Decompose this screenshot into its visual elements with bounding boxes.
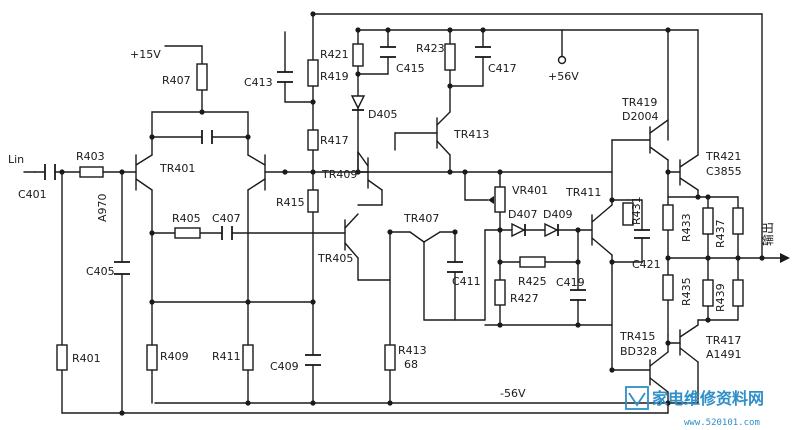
diode-d405-icon bbox=[350, 95, 366, 110]
resistor-r433 bbox=[662, 204, 674, 231]
resistor-r439 bbox=[702, 279, 714, 307]
resistor-r437b bbox=[732, 207, 744, 235]
resistor-r407 bbox=[196, 63, 208, 91]
resistor-r439b bbox=[732, 279, 744, 307]
label-tr401: TR401 bbox=[159, 162, 195, 175]
resistor-r415 bbox=[307, 189, 319, 213]
label-c415: C415 bbox=[396, 62, 425, 75]
label-c417: C417 bbox=[488, 62, 517, 75]
labels: Lin C401 R403 +15V R407 TR401 A970 R405 … bbox=[8, 42, 775, 400]
label-c407: C407 bbox=[212, 212, 241, 225]
label-tr419: TR419 bbox=[621, 96, 657, 109]
label-c405: C405 bbox=[86, 265, 115, 278]
label-d407: D407 bbox=[508, 208, 537, 221]
label-r413: R413 bbox=[398, 344, 427, 357]
resistor-r425 bbox=[519, 256, 546, 268]
diode-d407-icon bbox=[511, 222, 526, 238]
resistor-r421 bbox=[352, 43, 364, 67]
label-tr409: TR409 bbox=[321, 168, 357, 181]
label-r413-value: 68 bbox=[404, 358, 418, 371]
label-bd328: BD328 bbox=[620, 345, 657, 358]
label-r417: R417 bbox=[320, 134, 349, 147]
junctions bbox=[59, 11, 765, 416]
resistor-r435 bbox=[662, 274, 674, 301]
label-tr405: TR405 bbox=[317, 252, 353, 265]
label-r437: R437 bbox=[714, 219, 727, 248]
diodes bbox=[350, 95, 559, 238]
label-r435: R435 bbox=[680, 277, 693, 306]
label-r409: R409 bbox=[160, 350, 189, 363]
label-c401: C401 bbox=[18, 188, 47, 201]
label-lin: Lin bbox=[8, 153, 24, 166]
resistor-r423 bbox=[444, 43, 456, 71]
resistor-r409 bbox=[146, 344, 158, 371]
label-output: 输出 bbox=[760, 222, 775, 246]
label-c411: C411 bbox=[452, 275, 481, 288]
label-r401: R401 bbox=[72, 352, 101, 365]
capacitors bbox=[44, 46, 650, 366]
label-a970: A970 bbox=[96, 193, 109, 222]
label-tr421: TR421 bbox=[705, 150, 741, 163]
label-c421: C421 bbox=[632, 258, 661, 271]
label-c409: C409 bbox=[270, 360, 299, 373]
label-c413: C413 bbox=[244, 76, 273, 89]
label-d2004: D2004 bbox=[622, 110, 658, 123]
output-arrow-icon bbox=[780, 253, 790, 263]
watermark-url: www.520101.com bbox=[684, 418, 760, 428]
watermark-logo-icon bbox=[625, 386, 649, 410]
label-minus56: -56V bbox=[500, 387, 526, 400]
vr401-wiper-icon bbox=[488, 196, 494, 204]
resistor-r437 bbox=[702, 207, 714, 235]
label-r403: R403 bbox=[76, 150, 105, 163]
resistor-r431 bbox=[622, 202, 634, 226]
label-r405: R405 bbox=[172, 212, 201, 225]
label-tr411: TR411 bbox=[565, 186, 601, 199]
label-r433: R433 bbox=[680, 213, 693, 242]
resistor-r411 bbox=[242, 344, 254, 371]
label-r425: R425 bbox=[518, 275, 547, 288]
label-r439: R439 bbox=[714, 283, 727, 312]
label-tr413: TR413 bbox=[453, 128, 489, 141]
label-c419: C419 bbox=[556, 276, 585, 289]
label-tr407: TR407 bbox=[403, 212, 439, 225]
watermark: 家电维修资料网 www.520101.com bbox=[625, 386, 764, 428]
resistor-r427 bbox=[494, 279, 506, 306]
wires bbox=[34, 13, 781, 414]
label-vr401: VR401 bbox=[512, 184, 548, 197]
resistor-r417 bbox=[307, 129, 319, 151]
label-r431: R431 bbox=[630, 196, 643, 225]
label-plus56: +56V bbox=[548, 70, 579, 83]
label-a1491: A1491 bbox=[706, 348, 742, 361]
resistor-r401 bbox=[56, 344, 68, 371]
resistor-r419 bbox=[307, 59, 319, 87]
diode-d409-icon bbox=[544, 222, 559, 238]
plus56-terminal-icon bbox=[557, 55, 567, 65]
label-r407: R407 bbox=[162, 74, 191, 87]
label-c3855: C3855 bbox=[706, 165, 742, 178]
potentiometer-vr401 bbox=[494, 186, 506, 213]
resistor-r403 bbox=[79, 166, 104, 178]
label-tr417: TR417 bbox=[705, 334, 741, 347]
label-d409: D409 bbox=[543, 208, 572, 221]
label-r421: R421 bbox=[320, 48, 349, 61]
resistor-r405 bbox=[174, 227, 201, 239]
label-r427: R427 bbox=[510, 292, 539, 305]
resistor-r413 bbox=[384, 344, 396, 371]
label-r415: R415 bbox=[276, 196, 305, 209]
label-r411: R411 bbox=[212, 350, 241, 363]
resistors bbox=[56, 43, 744, 371]
label-r419: R419 bbox=[320, 70, 349, 83]
watermark-title: 家电维修资料网 bbox=[652, 389, 764, 408]
label-d405: D405 bbox=[368, 108, 397, 121]
label-r423: R423 bbox=[416, 42, 445, 55]
label-tr415: TR415 bbox=[619, 330, 655, 343]
label-plus15: +15V bbox=[130, 48, 161, 61]
